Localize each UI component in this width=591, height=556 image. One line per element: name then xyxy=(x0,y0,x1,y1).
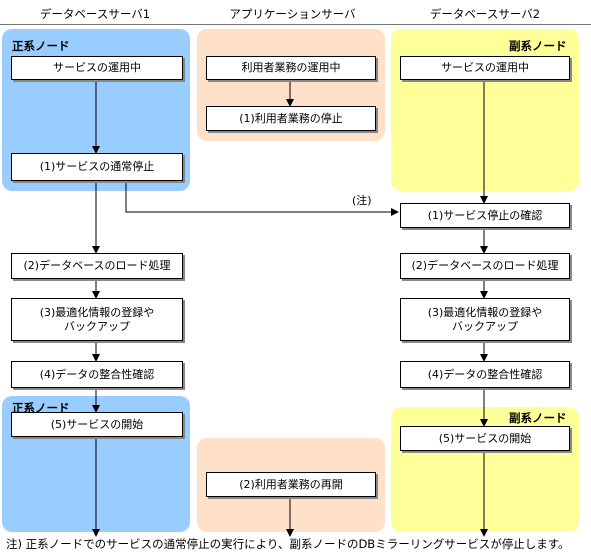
primary-node-label-top: 正系ノード xyxy=(12,39,70,53)
db1-db-load-box: (2)データベースのロード処理 xyxy=(11,253,183,279)
db1-normal-stop-box: (1)サービスの通常停止 xyxy=(11,153,183,181)
secondary-node-label-bottom: 副系ノード xyxy=(509,411,567,425)
app-business-resume-box: (2)利用者業務の再開 xyxy=(206,472,376,497)
db2-db-load-box: (2)データベースのロード処理 xyxy=(400,253,570,279)
db2-service-running-box: サービスの運用中 xyxy=(400,56,570,80)
db1-service-start-box: (5)サービスの開始 xyxy=(11,412,183,437)
app-business-stop-box: (1)利用者業務の停止 xyxy=(206,106,376,131)
footnote: 注) 正系ノードでのサービスの通常停止の実行により、副系ノードのDBミラーリング… xyxy=(6,537,570,551)
note-marker: (注) xyxy=(352,194,372,207)
db2-integrity-box: (4)データの整合性確認 xyxy=(400,361,570,388)
app-business-running-box: 利用者業務の運用中 xyxy=(206,56,376,80)
arrow-db1-stop-to-db2-confirm xyxy=(125,181,399,216)
db1-integrity-box: (4)データの整合性確認 xyxy=(11,361,183,388)
db2-confirm-stop-box: (1)サービス停止の確認 xyxy=(400,203,570,228)
secondary-node-label-top: 副系ノード xyxy=(509,39,567,53)
primary-node-label-bottom: 正系ノード xyxy=(12,401,70,415)
db1-service-running-box: サービスの運用中 xyxy=(11,56,183,80)
db2-service-start-box: (5)サービスの開始 xyxy=(400,426,570,451)
column-header-db2: データベースサーバ2 xyxy=(429,7,541,21)
header-divider xyxy=(0,24,591,25)
column-header-db1: データベースサーバ1 xyxy=(39,7,151,21)
column-header-app: アプリケーションサーバ xyxy=(229,7,356,21)
db1-optimize-box: (3)最適化情報の登録や バックアップ xyxy=(11,298,183,341)
db2-optimize-box: (3)最適化情報の登録や バックアップ xyxy=(400,298,570,341)
